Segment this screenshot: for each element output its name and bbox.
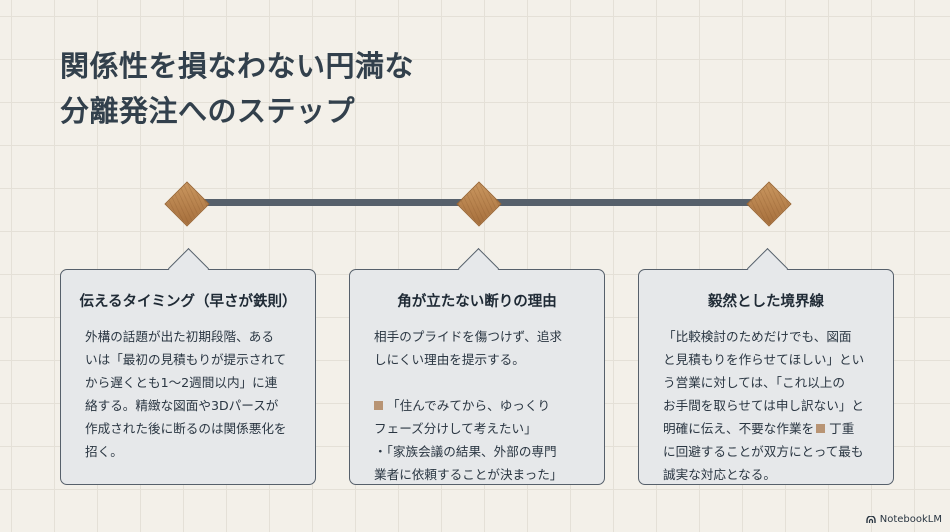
step-card-bullet: 「住んでみてから、ゆっくり [374,394,590,417]
step-card-text: う営業に対しては、「これ以上の [663,375,845,390]
step-card-text: 相手のプライドを傷つけず、追求 [374,329,563,344]
step-card-text: フェーズ分けして考えたい」 [374,421,537,436]
page-title: 関係性を損なわない円満な 分離発注へのステップ [60,44,414,134]
page-title-line-2: 分離発注へのステップ [60,94,356,128]
brand-watermark: NotebookLM [866,514,942,525]
step-card-text: 「比較検討のためだけでも、図面 [663,329,852,344]
step-card-title: 角が立たない断りの理由 [397,294,557,310]
step-card-text: 明確に伝え、不要な作業を [663,421,815,436]
notebooklm-logo-icon [866,515,876,523]
card-pointer [746,247,789,290]
step-card-text: 業者に依頼することが決まった」 [374,467,563,482]
timeline-line [188,199,770,206]
diamond-marker-icon [456,181,502,227]
brand-name: NotebookLM [879,514,942,525]
step-card-text: 外構の話題が出た初期段階、ある [85,329,274,344]
step-card-title: 毅然とした境界線 [708,294,824,310]
step-card-body: 外構の話題が出た初期段階、ある いは「最初の見積もりが提示されて から遅くとも1… [75,325,301,463]
step-card-text: から遅くとも1～2週間以内」に連 [85,375,278,390]
diamond-marker-icon [746,181,792,227]
step-card-text: ・「家族会議の結果、外部の専門 [374,444,557,459]
step-card-boundary: 毅然とした境界線 「比較検討のためだけでも、図面 と見積もりを作らせてほしい」と… [638,247,894,486]
step-card-body: 相手のプライドを傷つけず、追求 しにくい理由を提示する。 「住んでみてから、ゆっ… [364,325,590,486]
square-bullet-icon [374,401,383,410]
step-card-text: いは「最初の見積もりが提示されて [85,352,287,367]
diamond-marker-icon [164,181,210,227]
step-card-text: しにくい理由を提示する。 [374,352,525,367]
step-card-body: 「比較検討のためだけでも、図面 と見積もりを作らせてほしい」とい う営業に対して… [653,325,879,486]
step-card-timing: 伝えるタイミング（早さが鉄則） 外構の話題が出た初期段階、ある いは「最初の見積… [60,247,316,485]
card-pointer [457,247,500,290]
step-card-text-row: 明確に伝え、不要な作業を丁重 [663,417,879,440]
page-title-line-1: 関係性を損なわない円満な [60,49,415,83]
step-card-text: 「住んでみてから、ゆっくり [387,398,551,413]
step-card-text: 丁重 [829,421,855,436]
step-card-text: と見積もりを作らせてほしい」とい [663,352,865,367]
step-card-title: 伝えるタイミング（早さが鉄則） [79,294,297,310]
step-card-text: 招く。 [85,444,123,459]
card-pointer [167,247,210,290]
square-bullet-icon [816,424,826,433]
step-card-reason: 角が立たない断りの理由 相手のプライドを傷つけず、追求 しにくい理由を提示する。… [349,247,605,486]
step-card-text: 作成された後に断るのは関係悪化を [85,421,287,436]
step-card-text: に回避することが双方にとって最も [663,444,864,459]
paragraph-gap [374,371,590,394]
step-card-text: お手間を取らせては申し訳ない」と [663,398,864,413]
step-card-text: 誠実な対応となる。 [663,467,776,482]
step-card-text: 絡する。精緻な図面や3Dパースが [85,398,279,413]
